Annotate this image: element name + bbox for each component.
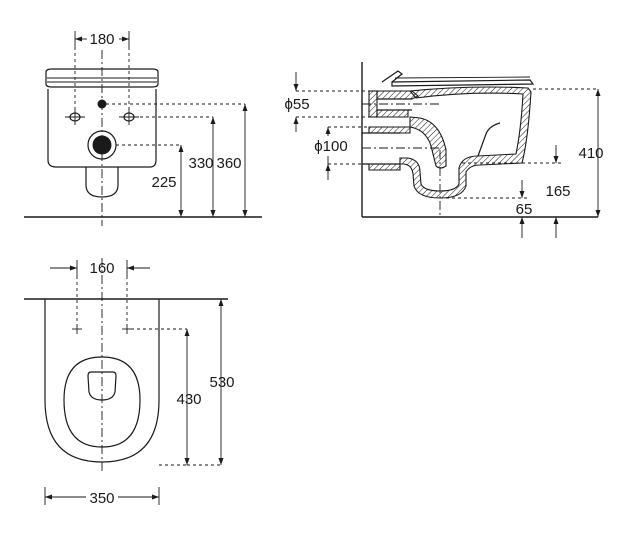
front-dim-225: 225 [151,145,184,217]
front-dim-360: 360 [216,104,248,217]
side-dim-410: 410 [578,89,604,217]
top-dim-160-label: 160 [89,260,114,277]
top-dim-430-label: 430 [176,391,201,408]
side-inlet-pipe [368,90,419,118]
side-bowl-section [399,86,532,199]
top-dim-350-label: 350 [89,490,114,507]
top-bowl-inner [63,356,141,448]
side-dim-165-label: 165 [545,183,570,200]
top-dim-530: 530 [209,299,235,465]
side-dim-65: 65 [516,180,533,238]
front-mounting-hole-left [65,109,85,125]
front-seat-lid [45,68,159,88]
front-view: 180 225 330 360 [24,31,262,226]
front-dim-180-label: 180 [89,31,114,48]
side-view: ϕ55 ϕ100 410 165 [284,62,604,238]
side-rim-section [409,116,447,169]
front-inlet-hole [97,99,107,109]
side-dim-phi55-label: ϕ55 [284,96,309,113]
side-dim-165: 165 [545,145,571,238]
side-dim-phi55: ϕ55 [284,72,310,132]
front-dim-180: 180 [74,31,130,114]
side-dim-65-label: 65 [516,201,533,218]
top-bowl-outline [44,299,160,463]
side-outlet-pipe [362,126,411,171]
top-dim-350: 350 [44,487,160,507]
side-dim-410-label: 410 [578,145,603,162]
front-dim-360-label: 360 [216,155,241,172]
side-dim-phi100-label: ϕ100 [314,138,347,155]
front-dim-330: 330 [188,117,216,217]
top-bolt-right [122,324,132,334]
side-seat-lid [381,70,535,87]
top-dim-430: 430 [176,329,202,465]
front-trap [85,167,119,198]
top-dim-530-label: 530 [209,374,234,391]
top-rim-opening [87,371,117,401]
top-view: 160 430 530 350 [24,258,235,507]
side-dim-phi100: ϕ100 [314,127,348,180]
front-bowl-body [47,89,157,168]
front-dim-225-label: 225 [151,174,176,191]
front-dim-330-label: 330 [188,155,213,172]
top-dim-160: 160 [50,260,150,325]
top-bolt-left [72,324,82,334]
